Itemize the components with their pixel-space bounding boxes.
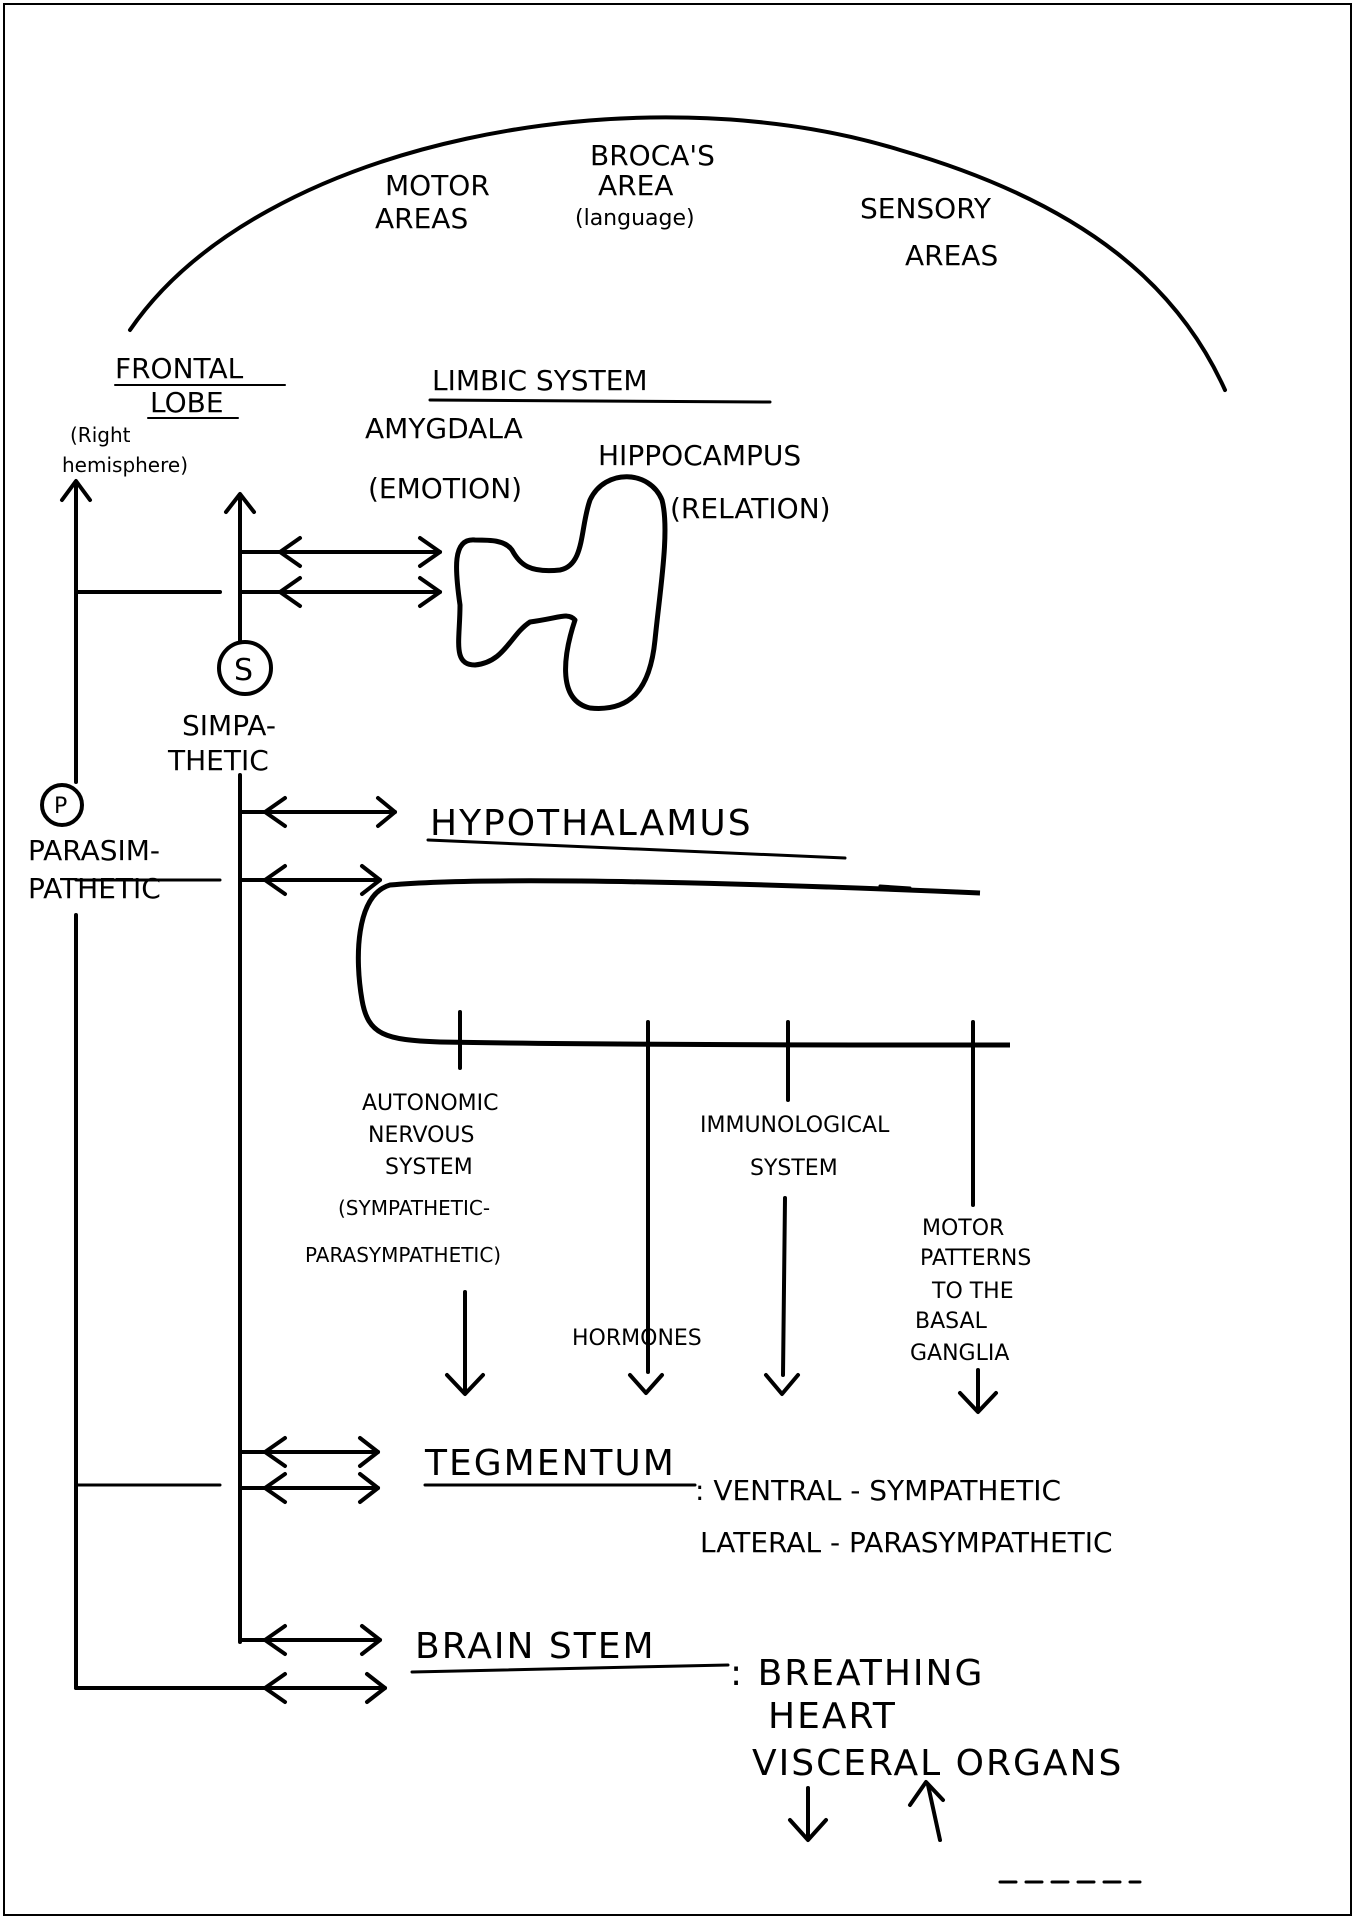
hormones-label: HORMONES: [572, 1326, 702, 1351]
tegmentum-title: TEGMENTUM: [424, 1443, 676, 1484]
hypothalamus-arrow-2: [240, 866, 380, 894]
hypothalamus-shape-tick: [880, 886, 910, 888]
amygdala-label: AMYGDALA (EMOTION): [365, 412, 532, 505]
sympathetic-label: SIMPA- THETIC: [167, 709, 285, 777]
hippocampus-label: HIPPOCAMPUS (RELATION): [598, 439, 831, 525]
limbic-system-title: LIMBIC SYSTEM: [432, 364, 648, 397]
brain-stem-title: BRAIN STEM: [415, 1626, 656, 1667]
limbic-underline: [430, 400, 770, 402]
tegmentum-arrow-2: [240, 1474, 378, 1502]
immunological-label: IMMUNOLOGICAL SYSTEM: [700, 1113, 896, 1181]
hypothalamus-arrow-1: [240, 798, 395, 826]
motor-patterns-label: MOTOR PATTERNS TO THE BASAL GANGLIA: [910, 1216, 1038, 1366]
limbic-structure-shape: [456, 477, 665, 709]
tegmentum-lateral: LATERAL - PARASYMPATHETIC: [700, 1526, 1113, 1559]
sympathetic-symbol: S: [234, 653, 253, 688]
motor-areas-label: MOTOR AREAS: [375, 169, 499, 235]
broca-area-label: BROCA'S AREA (language): [575, 139, 724, 231]
hypothalamus-title: HYPOTHALAMUS: [430, 803, 753, 844]
parasympathetic-symbol: P: [54, 794, 67, 819]
hormones-arrowhead: [630, 1375, 662, 1393]
frontal-lobe-note: (Right hemisphere): [62, 423, 188, 477]
sensory-areas-label: SENSORY AREAS: [860, 192, 1000, 272]
hypothalamus-shape: [358, 881, 1010, 1045]
tegmentum-arrow-1: [240, 1438, 378, 1466]
autonomic-label: AUTONOMIC NERVOUS SYSTEM (SYMPATHETIC- P…: [305, 1091, 506, 1267]
limbic-arrow-2: [240, 578, 440, 606]
page-border: [4, 4, 1351, 1915]
immunological-stem-lower: [783, 1198, 785, 1375]
parasympathetic-label: PARASIM- PATHETIC: [28, 834, 169, 905]
brain-stem-arrow-2: [76, 1674, 385, 1702]
brain-stem-arrow-1: [240, 1626, 380, 1654]
immunological-arrowhead: [766, 1375, 798, 1394]
limbic-arrow-1: [240, 538, 440, 566]
tegmentum-ventral: : VENTRAL - SYMPATHETIC: [695, 1474, 1061, 1507]
brain-stem-items: : BREATHING HEART VISCERAL ORGANS: [730, 1653, 1123, 1784]
